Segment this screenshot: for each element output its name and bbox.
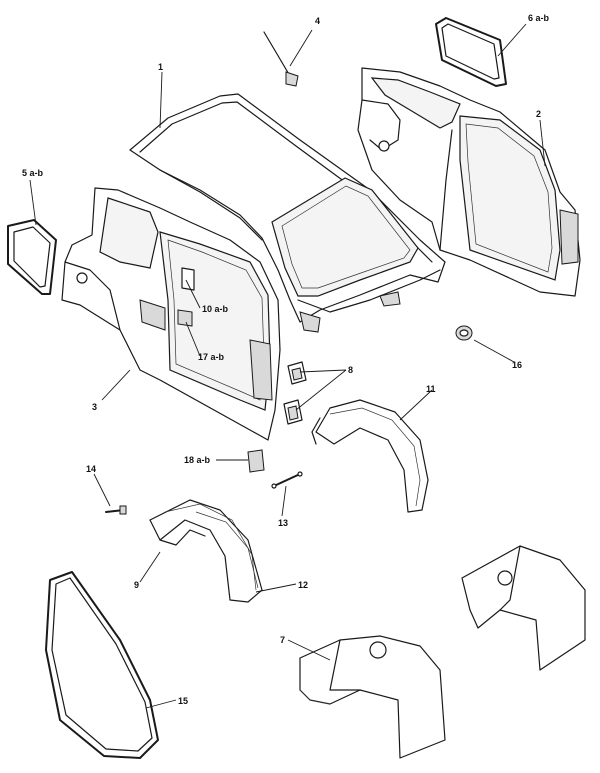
callout-2: 2 (536, 109, 541, 119)
inner-panel-right[interactable] (461, 545, 586, 671)
callout-9: 9 (134, 580, 139, 590)
door-seal-part-15[interactable] (45, 571, 159, 759)
left-quarter-glass-part-5[interactable] (7, 219, 57, 295)
callout-15: 15 (178, 696, 188, 706)
callout-8: 8 (348, 365, 353, 375)
callout-4: 4 (315, 16, 320, 26)
callout-11: 11 (426, 384, 436, 394)
callout-6: 6 a-b (528, 13, 550, 23)
clip-part-10[interactable] (181, 267, 195, 291)
callout-13: 13 (278, 518, 288, 528)
right-quarter-glass-part-6[interactable] (435, 17, 507, 87)
antenna-part-4[interactable] (263, 31, 299, 87)
rod-part-13[interactable] (271, 471, 303, 489)
callout-10: 10 a-b (202, 304, 229, 314)
clip-part-18[interactable] (247, 449, 265, 473)
callout-7: 7 (280, 635, 285, 645)
callout-12: 12 (298, 580, 308, 590)
grommet-part-16[interactable] (455, 325, 473, 341)
callout-5: 5 a-b (22, 168, 44, 178)
roof-panel-part-1[interactable] (129, 93, 446, 333)
wheel-liner-part-9[interactable] (149, 499, 263, 603)
callout-1: 1 (158, 62, 163, 72)
clip-part-17[interactable] (177, 309, 193, 327)
callout-14: 14 (86, 464, 96, 474)
inner-panel-part-7[interactable] (299, 635, 446, 759)
callouts: 1 2 3 4 5 a-b 6 a-b 7 8 9 10 a-b 11 12 1… (22, 13, 550, 706)
screw-part-14[interactable] (105, 505, 127, 515)
callout-3: 3 (92, 402, 97, 412)
bracket-part-8[interactable] (283, 361, 307, 425)
wheel-liner-part-11[interactable] (311, 399, 429, 513)
callout-17: 17 a-b (198, 352, 225, 362)
leader-lines (29, 23, 546, 709)
callout-16: 16 (512, 360, 522, 370)
right-body-side-part-2[interactable] (357, 67, 581, 297)
liner-extension-part-12[interactable] (195, 511, 259, 589)
callout-18: 18 a-b (184, 455, 211, 465)
